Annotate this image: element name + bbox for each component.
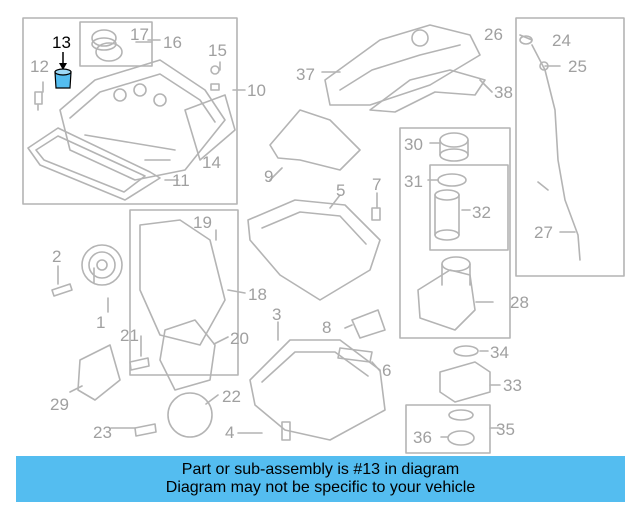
callout-5: 5 (336, 181, 345, 200)
info-banner: Part or sub-assembly is #13 in diagram D… (16, 456, 625, 502)
filter-housing-part (417, 256, 476, 331)
seal-36-part (447, 430, 475, 446)
o-ring-part (437, 173, 467, 187)
callout-14: 14 (202, 153, 221, 172)
callout-8: 8 (322, 318, 331, 337)
box-oil-filter-group (399, 127, 511, 339)
callout-6: 6 (382, 361, 391, 380)
callout-29: 29 (50, 395, 69, 414)
bolt-part (51, 283, 73, 297)
callout-35: 35 (496, 420, 515, 439)
callout-38: 38 (494, 83, 513, 102)
callout-26: 26 (484, 25, 503, 44)
filter-cap-part (439, 132, 469, 162)
callout-17: 17 (130, 25, 149, 44)
drain-plug-part (281, 421, 291, 441)
callout-23: 23 (93, 423, 112, 442)
box-seal-group (405, 404, 491, 454)
box-valve-cover-group (22, 17, 238, 205)
callout-34: 34 (490, 343, 509, 362)
valve-cover-gasket-part (27, 127, 161, 201)
callout-24: 24 (552, 31, 571, 50)
intake-manifold-part (324, 24, 481, 106)
banner-line-2: Diagram may not be specific to your vehi… (165, 479, 476, 496)
sensor-part (210, 65, 220, 91)
callout-4: 4 (225, 423, 234, 442)
callout-7: 7 (372, 175, 381, 194)
callout-32: 32 (472, 203, 491, 222)
callout-20: 20 (230, 329, 249, 348)
bolt-21-part (129, 357, 150, 371)
pump-part (351, 309, 386, 339)
oil-cooler-part (439, 361, 491, 403)
filter-element-part (434, 189, 460, 241)
callout-13: 13 (52, 33, 71, 52)
banner-line-1: Part or sub-assembly is #13 in diagram (181, 461, 460, 478)
oil-cap-part (91, 29, 123, 62)
leader-lines (42, 34, 576, 438)
manifold-gasket-part (369, 69, 486, 113)
callout-18: 18 (248, 285, 267, 304)
box-cap-group (79, 21, 153, 67)
callout-2: 2 (52, 247, 61, 266)
callout-11: 11 (172, 171, 190, 190)
callout-37: 37 (296, 65, 315, 84)
callout-12: 12 (30, 57, 49, 76)
bracket-part (77, 344, 121, 401)
callout-27: 27 (534, 223, 553, 242)
strainer-part (337, 347, 373, 363)
box-timing-group (129, 209, 239, 376)
callout-36: 36 (413, 428, 432, 447)
oil-baffle-part (269, 109, 361, 171)
lower-oil-pan-part (249, 339, 386, 441)
callout-15: 15 (208, 41, 227, 60)
oil-level-sensor-part (371, 207, 381, 221)
callout-1: 1 (96, 313, 105, 332)
bolt-23-part (134, 423, 157, 437)
chain-cover-part (159, 319, 216, 391)
callout-30: 30 (404, 135, 423, 154)
pulley-part (81, 244, 123, 286)
callout-3: 3 (272, 305, 281, 324)
box-dipstick-group (515, 17, 625, 277)
callout-22: 22 (222, 387, 241, 406)
valve-cover-part (59, 59, 226, 181)
sprocket-part (167, 392, 213, 438)
parts-diagram: 1 2 3 4 5 6 7 8 9 10 11 12 13 14 15 16 1… (22, 17, 625, 454)
callout-28: 28 (510, 293, 529, 312)
upper-oil-pan-part (247, 199, 381, 301)
callout-16: 16 (163, 33, 182, 52)
seal-part (448, 409, 474, 421)
sensor-12-part (34, 91, 43, 111)
box-filter-element-group (429, 164, 509, 251)
callout-9: 9 (264, 167, 273, 186)
callout-33: 33 (503, 376, 522, 395)
timing-cover-part (139, 219, 226, 346)
callout-21: 21 (120, 326, 139, 345)
o-ring-34-part (453, 345, 479, 357)
cover-plate-part (184, 94, 236, 161)
callout-19: 19 (193, 213, 212, 232)
callout-25: 25 (568, 57, 587, 76)
highlighted-part-13 (54, 52, 72, 89)
callout-31: 31 (404, 172, 423, 191)
callout-10: 10 (247, 81, 266, 100)
